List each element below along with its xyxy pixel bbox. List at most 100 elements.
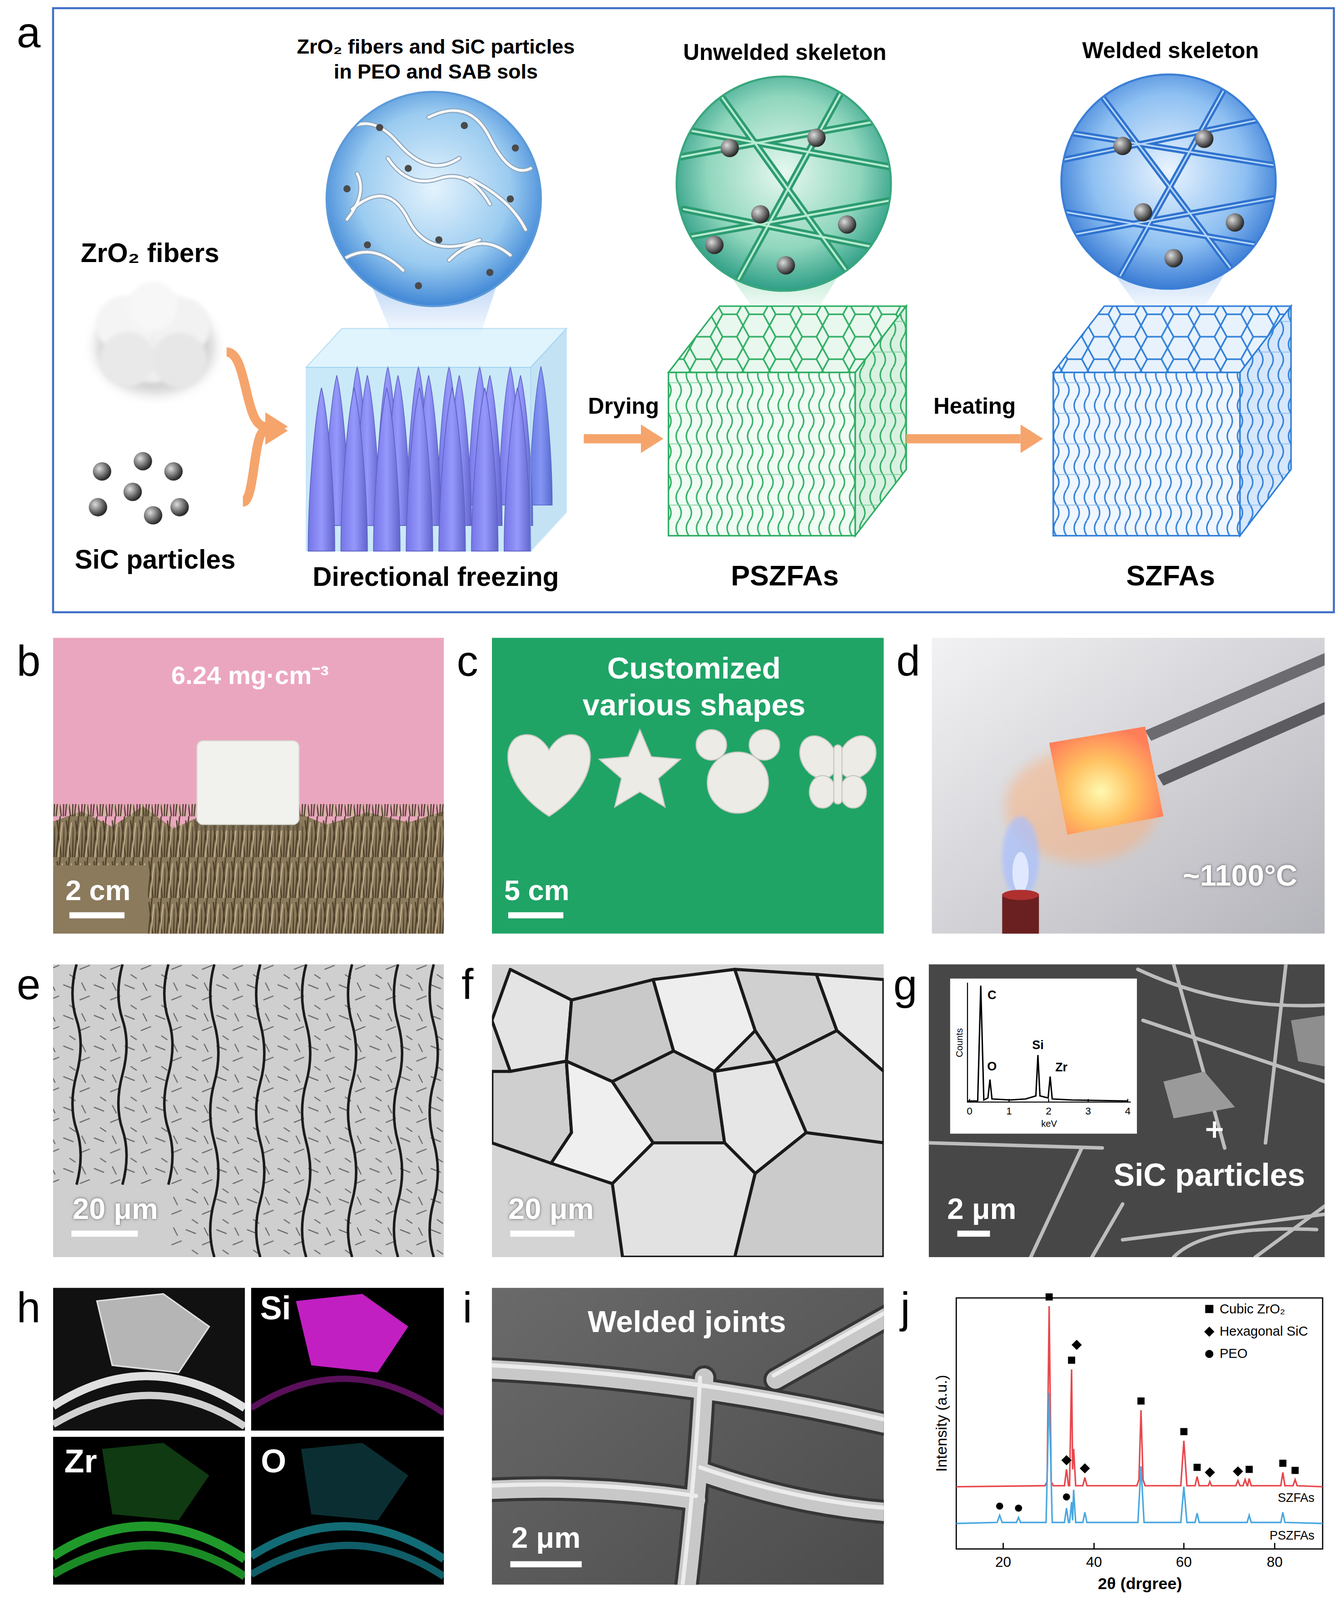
figure-part <box>1002 889 1039 900</box>
panel-letter: f <box>461 959 474 1011</box>
figure-part <box>809 775 836 809</box>
figure-part <box>256 964 265 1258</box>
figure-part <box>1113 136 1132 155</box>
flow-arrow-line <box>583 434 641 444</box>
figure-part <box>306 367 531 551</box>
element-label: O <box>260 1441 287 1481</box>
figure-part <box>1180 1428 1188 1436</box>
figure-part <box>404 164 412 173</box>
panel-c-photo <box>491 637 884 934</box>
figure-part <box>928 964 1326 1258</box>
figure-part <box>92 462 111 481</box>
figure-part <box>751 205 770 224</box>
panel-i-sem <box>491 1287 884 1585</box>
figure-part <box>72 964 438 1258</box>
panel-g-sem <box>928 964 1326 1258</box>
figure-part <box>336 123 460 166</box>
figure-part <box>376 124 384 132</box>
arrow-head <box>265 416 288 446</box>
scale-label: 5 cm <box>504 873 570 909</box>
figure-part <box>1157 702 1325 786</box>
figure-part <box>967 982 1131 1103</box>
axis-title: 2θ (drgree) <box>1097 1573 1182 1594</box>
figure-part <box>1096 89 1241 281</box>
figure-part <box>164 462 183 481</box>
axis-title: Intensity (a.u.) <box>931 1375 950 1473</box>
panel-letter: j <box>900 1282 910 1335</box>
panel-letter: c <box>456 635 478 687</box>
figure-part <box>164 964 173 1185</box>
legend-marker <box>1204 1304 1215 1315</box>
figure-part <box>508 912 564 919</box>
scale-label: 20 μm <box>508 1191 594 1227</box>
element-label: Zr <box>64 1441 98 1481</box>
figure-part <box>1079 1463 1090 1474</box>
figure-part <box>1265 964 1286 1143</box>
scale-label: 20 μm <box>72 1191 159 1227</box>
figure-part <box>776 256 795 275</box>
figure-part <box>1067 1356 1076 1365</box>
figure-part <box>673 117 899 159</box>
legend-marker <box>1204 1349 1215 1360</box>
arrow-label: Heating <box>930 392 1019 420</box>
panel-letter: g <box>893 959 918 1011</box>
figure-part <box>363 241 372 249</box>
figure-part <box>133 451 152 471</box>
tick-label: 0 <box>966 1105 973 1118</box>
figure-part <box>1117 79 1230 281</box>
figure-part <box>956 1306 1323 1488</box>
figure-part <box>251 1287 445 1431</box>
figure-part <box>1002 816 1039 899</box>
figure-part <box>1056 197 1281 239</box>
figure-part <box>967 985 1128 1102</box>
figure-part <box>336 110 531 290</box>
figure-part <box>1113 129 1245 268</box>
panel-h-mapping <box>53 1287 445 1585</box>
figure-part <box>676 76 892 292</box>
arrow-head <box>1020 424 1043 454</box>
figure-part <box>673 127 899 169</box>
flow-arrow-line <box>243 430 266 502</box>
figure-part <box>53 964 445 1258</box>
process-stage: Welded skeletonSZFAs <box>1042 32 1299 597</box>
figure-part <box>53 1287 245 1431</box>
figure-part <box>510 1230 575 1237</box>
figure-part <box>1193 1464 1202 1472</box>
figure-part <box>1255 1206 1326 1258</box>
figure-part <box>296 1294 409 1373</box>
figure-part <box>251 1436 445 1585</box>
panel-letter: b <box>16 635 41 687</box>
stage-label: Unwelded skeleton <box>683 38 887 66</box>
figure-part <box>491 969 572 1072</box>
figure-part <box>1014 1504 1023 1513</box>
figure-part <box>491 969 884 1258</box>
tick-label: 40 <box>1086 1553 1102 1572</box>
figure-part <box>1279 1459 1287 1468</box>
figure-part <box>347 173 361 220</box>
legend-label: Cubic ZrO₂ <box>1219 1301 1286 1318</box>
figure-part <box>336 123 460 166</box>
figure-part <box>1061 74 1276 289</box>
figure-part <box>699 1467 884 1509</box>
figure-part <box>251 1379 445 1414</box>
figure-part <box>673 198 899 240</box>
figure-part <box>775 1316 884 1380</box>
figure-part <box>775 1030 884 1143</box>
figure-part <box>102 1443 210 1521</box>
figure-part <box>734 81 848 286</box>
figure-part <box>53 1436 245 1585</box>
panel-letter: d <box>896 635 920 687</box>
figure-part <box>1061 74 1276 289</box>
figure-part <box>714 86 858 286</box>
figure-part <box>1012 852 1029 894</box>
figure-part <box>1003 1543 1276 1549</box>
figure-part <box>197 740 300 825</box>
curve-label: PSZFAs <box>1269 1528 1315 1544</box>
figure-part <box>1056 115 1281 162</box>
figure-part <box>705 235 724 254</box>
figure-part <box>449 243 511 261</box>
figure-part <box>347 964 357 1258</box>
figure-part <box>428 110 532 171</box>
figure-part <box>956 1393 1323 1524</box>
figure-part <box>53 964 445 1184</box>
